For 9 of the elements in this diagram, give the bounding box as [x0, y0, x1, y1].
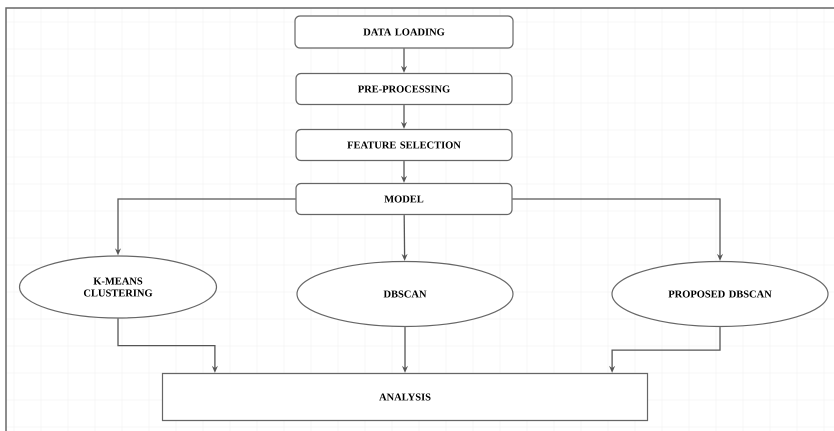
process-box: PRE-PROCESSING: [295, 72, 513, 106]
ellipse-node: PROPOSED DBSCAN: [611, 260, 829, 328]
ellipse-node: DBSCAN: [296, 260, 514, 328]
analysis-box: ANALYSIS: [162, 372, 648, 422]
node-label: PROPOSED DBSCAN: [668, 290, 772, 298]
process-box: DATA LOADING: [294, 15, 514, 49]
ellipse-node: K-MEANS CLUSTERING: [18, 255, 218, 319]
process-box: MODEL: [295, 182, 513, 216]
process-box: FEATURE SELECTION: [295, 128, 513, 162]
